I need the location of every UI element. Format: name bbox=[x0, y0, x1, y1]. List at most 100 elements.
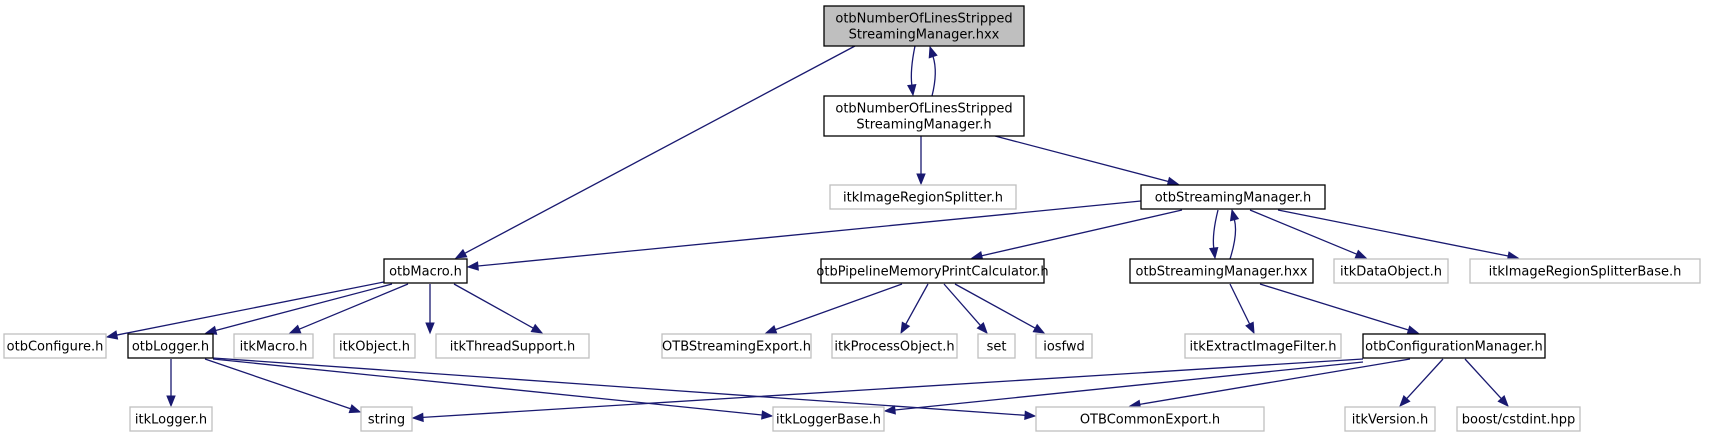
node-label: otbConfigurationManager.h bbox=[1365, 340, 1543, 355]
edge-otbMacro-to-itkObject bbox=[425, 284, 435, 335]
node-box[interactable] bbox=[823, 95, 1025, 137]
node-itkLogger: itkLogger.h bbox=[129, 406, 213, 432]
node-box bbox=[1469, 258, 1701, 284]
node-label: itkProcessObject.h bbox=[834, 340, 954, 355]
edge-otbStreamingManager_h-to-itkDataObject bbox=[1249, 209, 1368, 259]
arrowhead-icon bbox=[916, 173, 926, 186]
edge-line bbox=[477, 200, 1142, 267]
arrowhead-icon bbox=[976, 321, 988, 335]
node-box bbox=[661, 333, 812, 359]
arrowhead-icon bbox=[1406, 325, 1420, 335]
node-box[interactable] bbox=[823, 5, 1025, 47]
edge-line bbox=[422, 358, 1364, 419]
edge-line bbox=[212, 357, 1026, 416]
node-string: string bbox=[360, 406, 413, 432]
node-label: itkLoggerBase.h bbox=[776, 413, 881, 428]
node-itkVersion: itkVersion.h bbox=[1344, 406, 1436, 432]
node-itkLoggerBase: itkLoggerBase.h bbox=[772, 406, 885, 432]
node-label: itkVersion.h bbox=[1352, 413, 1428, 428]
node-box bbox=[831, 333, 958, 359]
edge-line bbox=[1406, 358, 1444, 400]
edge-line bbox=[943, 283, 981, 326]
node-box bbox=[1333, 258, 1449, 284]
edge-otbPipelineMemoryPrintCalculator-to-itkProcessObject bbox=[900, 283, 929, 335]
node-itkDataObject: itkDataObject.h bbox=[1333, 258, 1449, 284]
node-box bbox=[772, 406, 885, 432]
edge-line bbox=[212, 358, 763, 416]
edge-line bbox=[1249, 209, 1358, 255]
edge-line bbox=[910, 45, 916, 86]
edge-otbStreamingManager_hxx-to-otbStreamingManager_h bbox=[1229, 208, 1240, 260]
node-otbStreamingManager_hxx[interactable]: otbStreamingManager.hxx bbox=[1129, 258, 1314, 284]
edge-line bbox=[464, 45, 856, 254]
node-label: itkImageRegionSplitterBase.h bbox=[1489, 265, 1682, 280]
edge-otbPipelineMemoryPrintCalculator-to-OTBStreamingExport bbox=[764, 283, 903, 334]
edge-line bbox=[1229, 283, 1251, 325]
node-label: OTBStreamingExport.h bbox=[662, 340, 811, 355]
node-otbMacro[interactable]: otbMacro.h bbox=[383, 258, 468, 284]
edge-line bbox=[905, 283, 929, 325]
node-box bbox=[435, 333, 590, 359]
edge-otbConfigurationManager-to-itkLoggerBase bbox=[883, 361, 1364, 415]
edge-otbLogger-to-OTBCommonExport bbox=[212, 357, 1037, 420]
arrowhead-icon bbox=[928, 45, 938, 59]
node-box bbox=[829, 184, 1017, 210]
node-otbPipelineMemoryPrintCalculator[interactable]: otbPipelineMemoryPrintCalculator.h bbox=[816, 258, 1049, 284]
edge-otbMacro-to-otbLogger bbox=[204, 283, 393, 335]
edge-otbStreamingManager_h-to-otbMacro bbox=[466, 200, 1142, 271]
edge-line bbox=[931, 56, 936, 97]
node-label: itkObject.h bbox=[339, 340, 410, 355]
node-itkObject: itkObject.h bbox=[333, 333, 416, 359]
edge-line bbox=[1277, 209, 1509, 257]
edge-line bbox=[204, 358, 351, 410]
arrowhead-icon bbox=[105, 330, 119, 340]
arrowhead-icon bbox=[425, 322, 435, 335]
node-itkMacro: itkMacro.h bbox=[233, 333, 314, 359]
node-nlssm_h[interactable]: otbNumberOfLinesStrippedStreamingManager… bbox=[823, 95, 1025, 137]
node-box bbox=[129, 406, 213, 432]
node-box[interactable] bbox=[127, 333, 214, 359]
arrowhead-icon bbox=[1354, 249, 1368, 259]
edge-nlssm_h-to-otbStreamingManager_h bbox=[994, 135, 1180, 186]
node-box[interactable] bbox=[1362, 333, 1546, 359]
node-box bbox=[1456, 406, 1581, 432]
node-label: otbNumberOfLinesStripped bbox=[835, 102, 1012, 117]
arrowhead-icon bbox=[288, 324, 302, 334]
arrowhead-icon bbox=[1497, 395, 1509, 407]
node-otbConfigure: otbConfigure.h bbox=[3, 333, 107, 359]
edge-line bbox=[954, 283, 1036, 329]
node-box bbox=[1184, 333, 1342, 359]
arrowhead-icon bbox=[1032, 323, 1046, 334]
node-box bbox=[977, 333, 1016, 359]
nodes-layer: otbNumberOfLinesStrippedStreamingManager… bbox=[3, 5, 1701, 432]
arrowhead-icon bbox=[1229, 208, 1240, 222]
node-box[interactable] bbox=[1140, 184, 1326, 210]
node-otbLogger[interactable]: otbLogger.h bbox=[127, 333, 214, 359]
node-root[interactable]: otbNumberOfLinesStrippedStreamingManager… bbox=[823, 5, 1025, 47]
edge-otbMacro-to-otbConfigure bbox=[105, 281, 385, 340]
edge-otbStreamingManager_h-to-otbStreamingManager_hxx bbox=[1208, 209, 1219, 260]
node-set: set bbox=[977, 333, 1016, 359]
node-box[interactable] bbox=[1129, 258, 1314, 284]
node-label: itkLogger.h bbox=[135, 413, 207, 428]
edge-otbMacro-to-itkThreadSupport bbox=[453, 283, 544, 334]
node-box bbox=[360, 406, 413, 432]
edge-root-to-otbMacro bbox=[454, 45, 856, 259]
node-itkProcessObject: itkProcessObject.h bbox=[831, 333, 958, 359]
node-label: otbPipelineMemoryPrintCalculator.h bbox=[816, 265, 1048, 280]
node-label: itkExtractImageFilter.h bbox=[1190, 340, 1337, 355]
edge-line bbox=[1212, 209, 1219, 249]
node-box bbox=[233, 333, 314, 359]
edge-line bbox=[1259, 283, 1409, 331]
edge-otbConfigurationManager-to-boost_cstdint bbox=[1464, 358, 1509, 407]
node-box[interactable] bbox=[820, 258, 1045, 284]
node-label: otbNumberOfLinesStripped bbox=[835, 12, 1012, 27]
node-otbConfigurationManager[interactable]: otbConfigurationManager.h bbox=[1362, 333, 1546, 359]
edge-otbPipelineMemoryPrintCalculator-to-set bbox=[943, 283, 988, 335]
edge-nlssm_h-to-root bbox=[928, 45, 938, 97]
node-box[interactable] bbox=[383, 258, 468, 284]
edge-line bbox=[981, 209, 1183, 257]
node-itkThreadSupport: itkThreadSupport.h bbox=[435, 333, 590, 359]
node-otbStreamingManager_h[interactable]: otbStreamingManager.h bbox=[1140, 184, 1326, 210]
node-label: itkImageRegionSplitter.h bbox=[843, 191, 1003, 206]
